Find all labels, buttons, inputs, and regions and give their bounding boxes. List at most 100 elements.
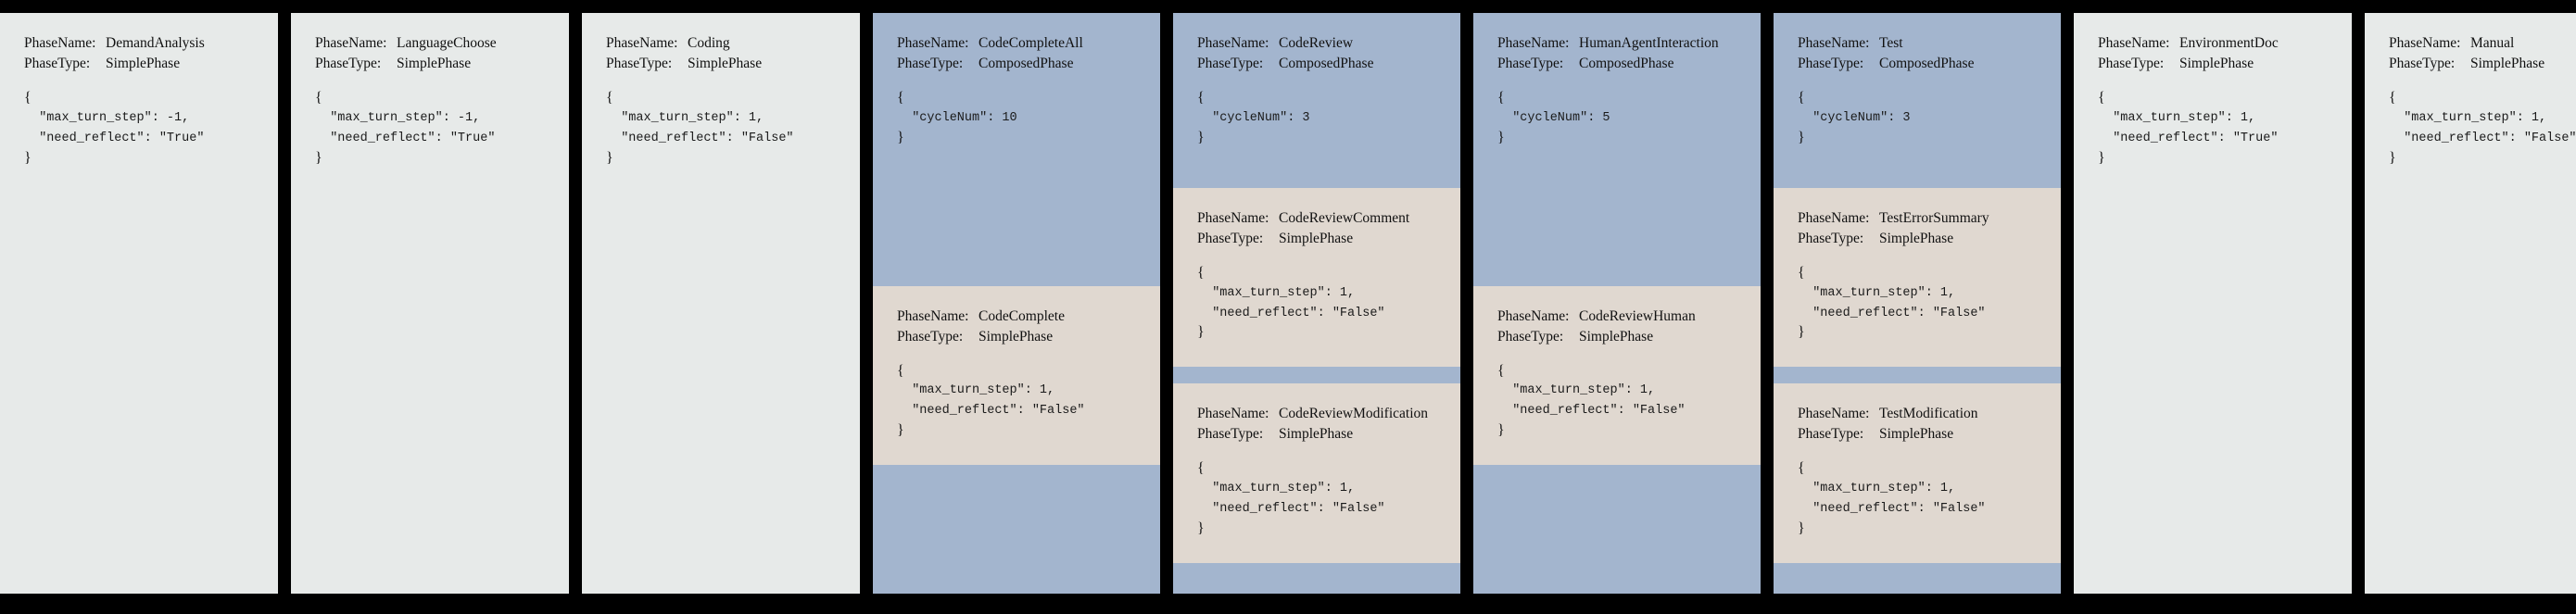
phase-type-row: PhaseType: SimplePhase: [24, 54, 278, 74]
sub-phase-separator: [1173, 367, 1460, 384]
json-config-line: "need_reflect": "True": [24, 131, 205, 145]
phase-name-row: PhaseName:CodeReview: [1197, 33, 1460, 54]
phase-type-label: PhaseType:: [24, 56, 91, 71]
json-config-line: "cycleNum": 3: [1798, 110, 1911, 125]
json-close-brace: }: [24, 149, 32, 166]
phase-name-label: PhaseName:: [1798, 209, 1870, 226]
phase-type-row: PhaseType:SimplePhase: [315, 54, 569, 74]
phase-type-value: SimplePhase: [1579, 328, 1654, 345]
phase-type-row: PhaseType:SimplePhase: [1197, 424, 1460, 445]
json-open-brace: {: [1798, 460, 1805, 477]
json-config-line: "need_reflect": "False": [1497, 404, 1686, 419]
phase-config-json: { "max_turn_step": 1, "need_reflect": "F…: [1798, 264, 2061, 343]
phase-type-value: SimplePhase: [979, 328, 1054, 345]
phase-name-value: TestErrorSummary: [1879, 209, 1989, 226]
phase-type-label: PhaseType:: [1197, 426, 1264, 443]
phase-name-row: PhaseName:CodeReviewModification: [1197, 404, 1460, 424]
json-close-brace: }: [1798, 129, 1805, 145]
json-close-brace: }: [1497, 129, 1505, 145]
phase-name-value: CodeReviewHuman: [1579, 307, 1696, 324]
phase-name-value: Manual: [2470, 35, 2515, 51]
phase-name-value: Test: [1879, 35, 1903, 51]
phase-type-row: PhaseType:SimplePhase: [1197, 229, 1460, 249]
phase-config-json: { "max_turn_step": 1, "need_reflect": "F…: [897, 362, 1160, 441]
phase-type-row: PhaseType:ComposedPhase: [1197, 54, 1460, 74]
phase-type-label: PhaseType:: [897, 328, 964, 345]
json-open-brace: {: [2098, 90, 2105, 106]
phase-name-value: CodeReviewComment: [1279, 209, 1410, 226]
json-close-brace: }: [1197, 520, 1205, 536]
phase-name-value: HumanAgentInteraction: [1579, 35, 1719, 51]
phase-filler: [1473, 464, 1761, 594]
json-config-line: "need_reflect": "True": [315, 131, 496, 145]
phase-name-value: CodeReviewModification: [1279, 406, 1428, 422]
phase-type-value: ComposedPhase: [1879, 56, 1975, 71]
json-config-line: "max_turn_step": -1,: [24, 110, 190, 125]
phase-type-value: SimplePhase: [1879, 426, 1954, 443]
phase-name-row: PhaseName: HumanAgentInteraction: [1497, 33, 1761, 54]
phase-type-row: PhaseType: SimplePhase: [1497, 327, 1761, 347]
phase-type-label: PhaseType:: [2389, 56, 2456, 71]
json-close-brace: }: [1497, 422, 1505, 439]
json-open-brace: {: [1197, 460, 1205, 477]
phase-config-json: { "max_turn_step": 1, "need_reflect": "F…: [1197, 264, 1460, 343]
phase-type-value: SimplePhase: [688, 56, 763, 71]
phase-name-label: PhaseName:: [1497, 307, 1570, 324]
phase-filler: [1173, 157, 1460, 188]
phase-type-value: SimplePhase: [1879, 230, 1954, 246]
phase-name-label: PhaseName:: [1497, 35, 1570, 51]
phase-name-label: PhaseName:: [315, 35, 387, 51]
phase-filler: [1173, 562, 1460, 594]
sub-phase-separator: [1774, 367, 2061, 384]
json-close-brace: }: [2389, 149, 2396, 166]
json-close-brace: }: [897, 129, 904, 145]
json-close-brace: }: [2098, 149, 2105, 166]
phase-name-label: PhaseName:: [24, 35, 96, 51]
phase-name-row: PhaseName: Manual: [2389, 33, 2576, 54]
phase-type-row: PhaseType:SimplePhase: [606, 54, 860, 74]
phase-type-row: PhaseType:ComposedPhase: [1798, 54, 2061, 74]
json-open-brace: {: [1497, 90, 1505, 106]
json-config-line: "cycleNum": 5: [1497, 110, 1610, 125]
phase-config-json: { "cycleNum": 5}: [1497, 89, 1761, 147]
phase-name-label: PhaseName:: [2389, 35, 2461, 51]
json-open-brace: {: [897, 90, 904, 106]
phase-type-label: PhaseType:: [1497, 328, 1564, 345]
phase-config-json: { "max_turn_step": -1, "need_reflect": "…: [315, 89, 569, 168]
json-config-line: "max_turn_step": 1,: [2389, 110, 2547, 125]
phase-name-value: LanguageChoose: [397, 35, 497, 51]
json-close-brace: }: [1197, 129, 1205, 145]
phase-type-row: PhaseType:SimplePhase: [1798, 229, 2061, 249]
phase-name-row: PhaseName: CodeReviewHuman: [1497, 307, 1761, 327]
phase-filler: [0, 177, 278, 594]
json-close-brace: }: [897, 422, 904, 439]
json-config-line: "need_reflect": "False": [1798, 306, 1986, 320]
json-config-line: "need_reflect": "False": [1197, 306, 1385, 320]
phase-type-value: SimplePhase: [2470, 56, 2545, 71]
phase-name-value: TestModification: [1879, 406, 1978, 422]
json-close-brace: }: [1798, 324, 1805, 341]
phase-type-value: ComposedPhase: [1279, 56, 1374, 71]
phase-type-row: PhaseType:ComposedPhase: [1497, 54, 1761, 74]
phase-type-value: SimplePhase: [106, 56, 181, 71]
json-close-brace: }: [315, 149, 322, 166]
